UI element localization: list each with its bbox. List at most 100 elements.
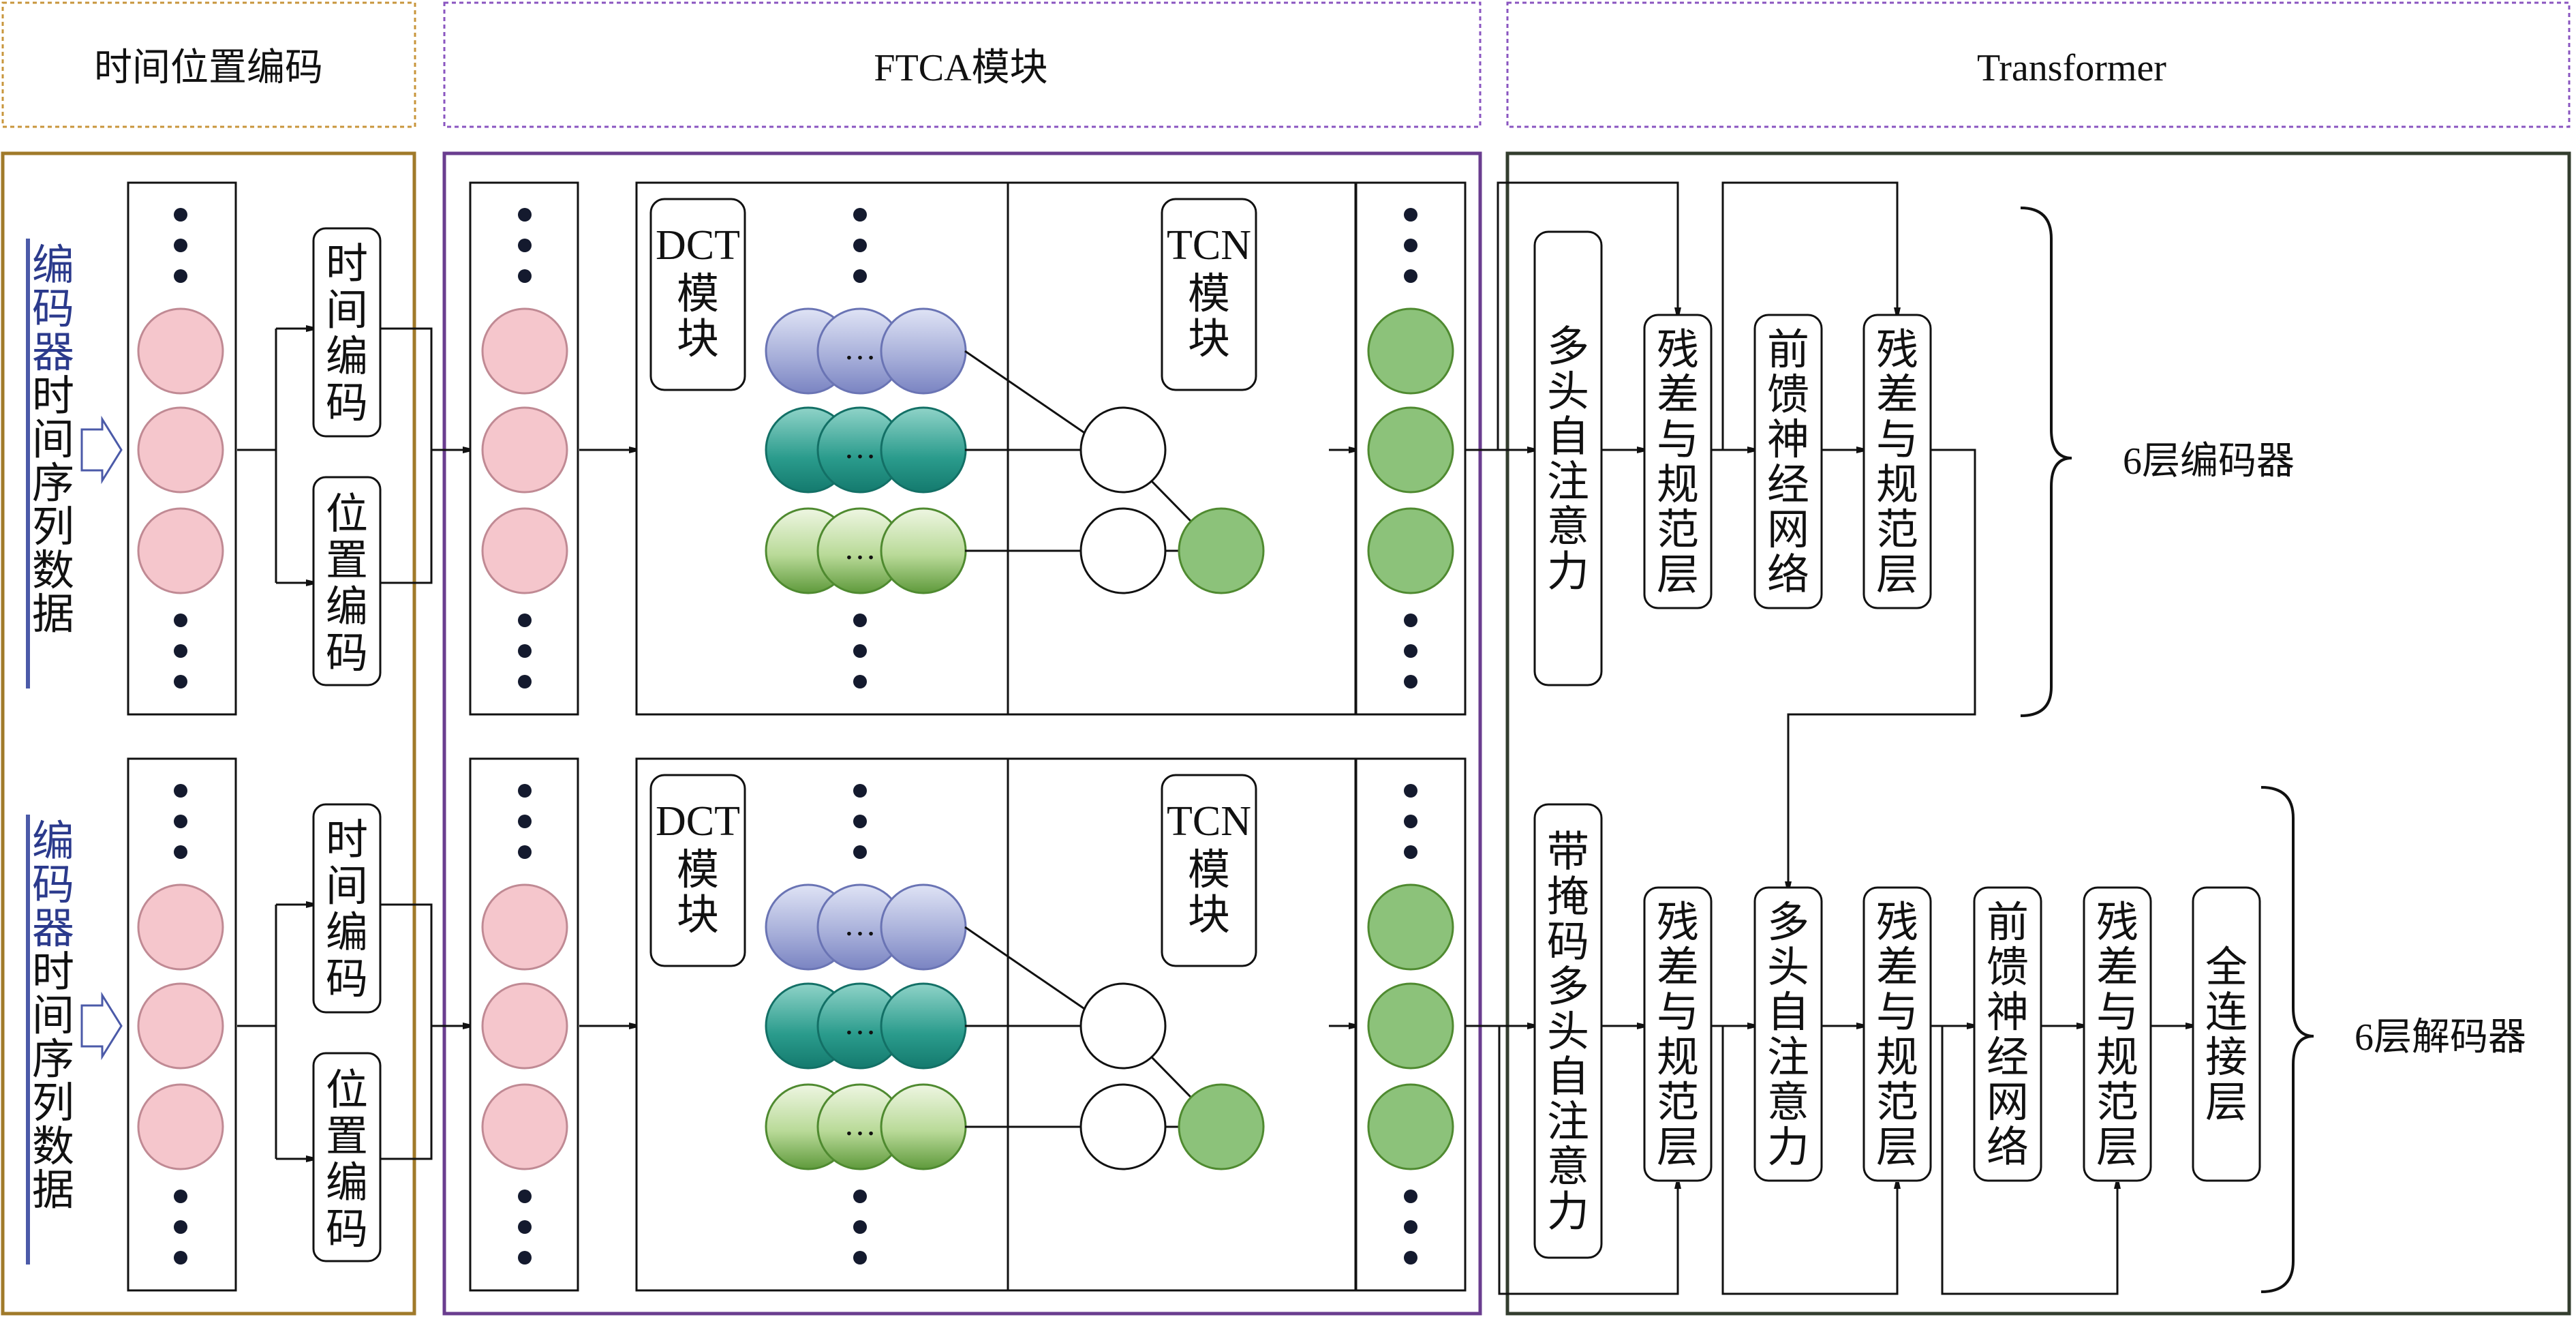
connector-line: [1941, 1026, 2117, 1295]
encoder-block-label: 与: [1876, 417, 1918, 464]
input-label-series: 列: [32, 504, 74, 551]
header-box-ftca: [443, 1, 1482, 128]
dct-label-line2: 块: [677, 316, 719, 363]
input-node: [137, 507, 224, 594]
encoder-block-label: 范: [1876, 507, 1918, 554]
encoder-block-label: 馈: [1767, 372, 1809, 419]
dct-label-box: [649, 198, 746, 391]
decoder-block-label: 差: [1876, 945, 1918, 991]
ftca-output-node: [1367, 307, 1454, 395]
ellipsis-dot: [1404, 208, 1417, 222]
decoder-block-label: 全: [2205, 945, 2248, 991]
position-encoding-box: [312, 476, 382, 686]
decoder-block-label: 多: [1767, 900, 1809, 946]
decoder-block-label: 与: [2096, 990, 2138, 1036]
encoder-block-label: 头: [1547, 369, 1589, 416]
dct-ellipsis: …: [844, 331, 876, 367]
ellipsis-dot: [518, 1251, 532, 1265]
tcn-hidden-node: [1079, 1083, 1167, 1170]
decoder-block-label: 层: [1657, 1125, 1699, 1171]
ellipsis-dot: [853, 208, 867, 222]
dct-ellipsis: …: [844, 1106, 876, 1142]
decoder-block-label: 意: [1767, 1080, 1809, 1126]
ellipsis-dot: [1404, 675, 1417, 688]
connector-line: [1721, 1026, 1897, 1295]
encoder-block-label: 注: [1547, 459, 1589, 506]
input-node: [137, 406, 224, 494]
decoder-block-label: 头: [1767, 945, 1809, 991]
ftca-input-node: [481, 982, 568, 1070]
decoder-block-label: 范: [2096, 1080, 2138, 1126]
decoder-block-3: [1753, 886, 1823, 1182]
encoder-block-label: 前: [1767, 327, 1809, 374]
decoder-block-label: 意: [1547, 1145, 1589, 1191]
encoder-block-2: [1643, 314, 1713, 609]
decoder-block-label: 前: [1987, 900, 2029, 946]
decoder-block-label: 自: [1767, 990, 1809, 1036]
dct-ellipsis: …: [844, 907, 876, 943]
input-label-series: 数: [32, 1124, 74, 1170]
decoder-block-label: 规: [1876, 1035, 1918, 1081]
ellipsis-dot: [518, 239, 532, 252]
decoder-brace: [2260, 786, 2314, 1293]
encoder-block-label: 意: [1547, 504, 1589, 551]
ftca-input-node: [481, 883, 568, 971]
frame-ftca: [442, 151, 1482, 1316]
dct-label-line1: DCT: [656, 798, 740, 845]
ellipsis-dot: [853, 815, 867, 828]
input-label-series: 序: [32, 461, 74, 507]
tcn-label-line1: TCN: [1167, 222, 1251, 269]
ellipsis-dot: [518, 1220, 532, 1234]
ellipsis-dot: [518, 1190, 532, 1203]
decoder-block-label: 自: [1547, 1055, 1589, 1101]
input-bracket: [26, 239, 30, 688]
decoder-block-6: [2083, 886, 2152, 1182]
connector-line: [1498, 1026, 1678, 1295]
connector-line: [380, 327, 433, 584]
input-bracket: [26, 815, 30, 1265]
decoder-stack: 带掩码多头自注意力残差与规范层多头自注意力残差与规范层前馈神经网络残差与规范层全…: [1465, 786, 2526, 1295]
position-encoding-label: 码: [326, 631, 368, 677]
input-label-series: 据: [32, 592, 74, 638]
decoder-block-label: 码: [1547, 920, 1589, 966]
input-label-series: 据: [32, 1168, 74, 1214]
encoder-block-label: 力: [1547, 549, 1589, 596]
decoder-block-label: 注: [1547, 1100, 1589, 1146]
time-encoding-label: 间: [326, 864, 368, 910]
ellipsis-dot: [853, 675, 867, 688]
dct-node: [880, 1083, 967, 1170]
ellipsis-dot: [853, 845, 867, 859]
input-arrow-icon: [80, 991, 123, 1061]
ftca-output-node: [1367, 883, 1454, 971]
dct-ellipsis: …: [844, 429, 876, 466]
encoder-block-label: 自: [1547, 414, 1589, 461]
time-encoding-box: [312, 803, 382, 1014]
decoder-block-label: 与: [1876, 990, 1918, 1036]
ellipsis-dot: [174, 644, 187, 658]
ellipsis-dot: [518, 614, 532, 627]
connector-line: [1788, 449, 1976, 888]
time-encoding-label: 编: [326, 910, 368, 956]
ellipsis-dot: [174, 815, 187, 828]
dct-label-line1: DCT: [656, 222, 740, 269]
decoder-block-label: 经: [1987, 1035, 2029, 1081]
decoder-block-label: 规: [2096, 1035, 2138, 1081]
input-node: [137, 1083, 224, 1170]
encoder-block-label: 与: [1657, 417, 1699, 464]
header-box-pos-encoding: [1, 1, 416, 128]
tcn-hidden-node: [1079, 507, 1167, 594]
encoder-block-label: 层: [1657, 552, 1699, 599]
position-encoding-box: [312, 1052, 382, 1262]
ellipsis-dot: [1404, 239, 1417, 252]
decoder-block-label: 多: [1547, 965, 1589, 1011]
decoder-block-label: 连: [2205, 990, 2248, 1036]
encoder-block-label: 残: [1876, 327, 1918, 374]
header-ftca: FTCA模块: [874, 47, 1047, 89]
decoder-block-label: 力: [1767, 1125, 1809, 1171]
decoder-block-label: 接: [2205, 1035, 2248, 1081]
encoder-block-label: 多: [1547, 324, 1589, 371]
header-transformer: Transformer: [1977, 47, 2166, 89]
